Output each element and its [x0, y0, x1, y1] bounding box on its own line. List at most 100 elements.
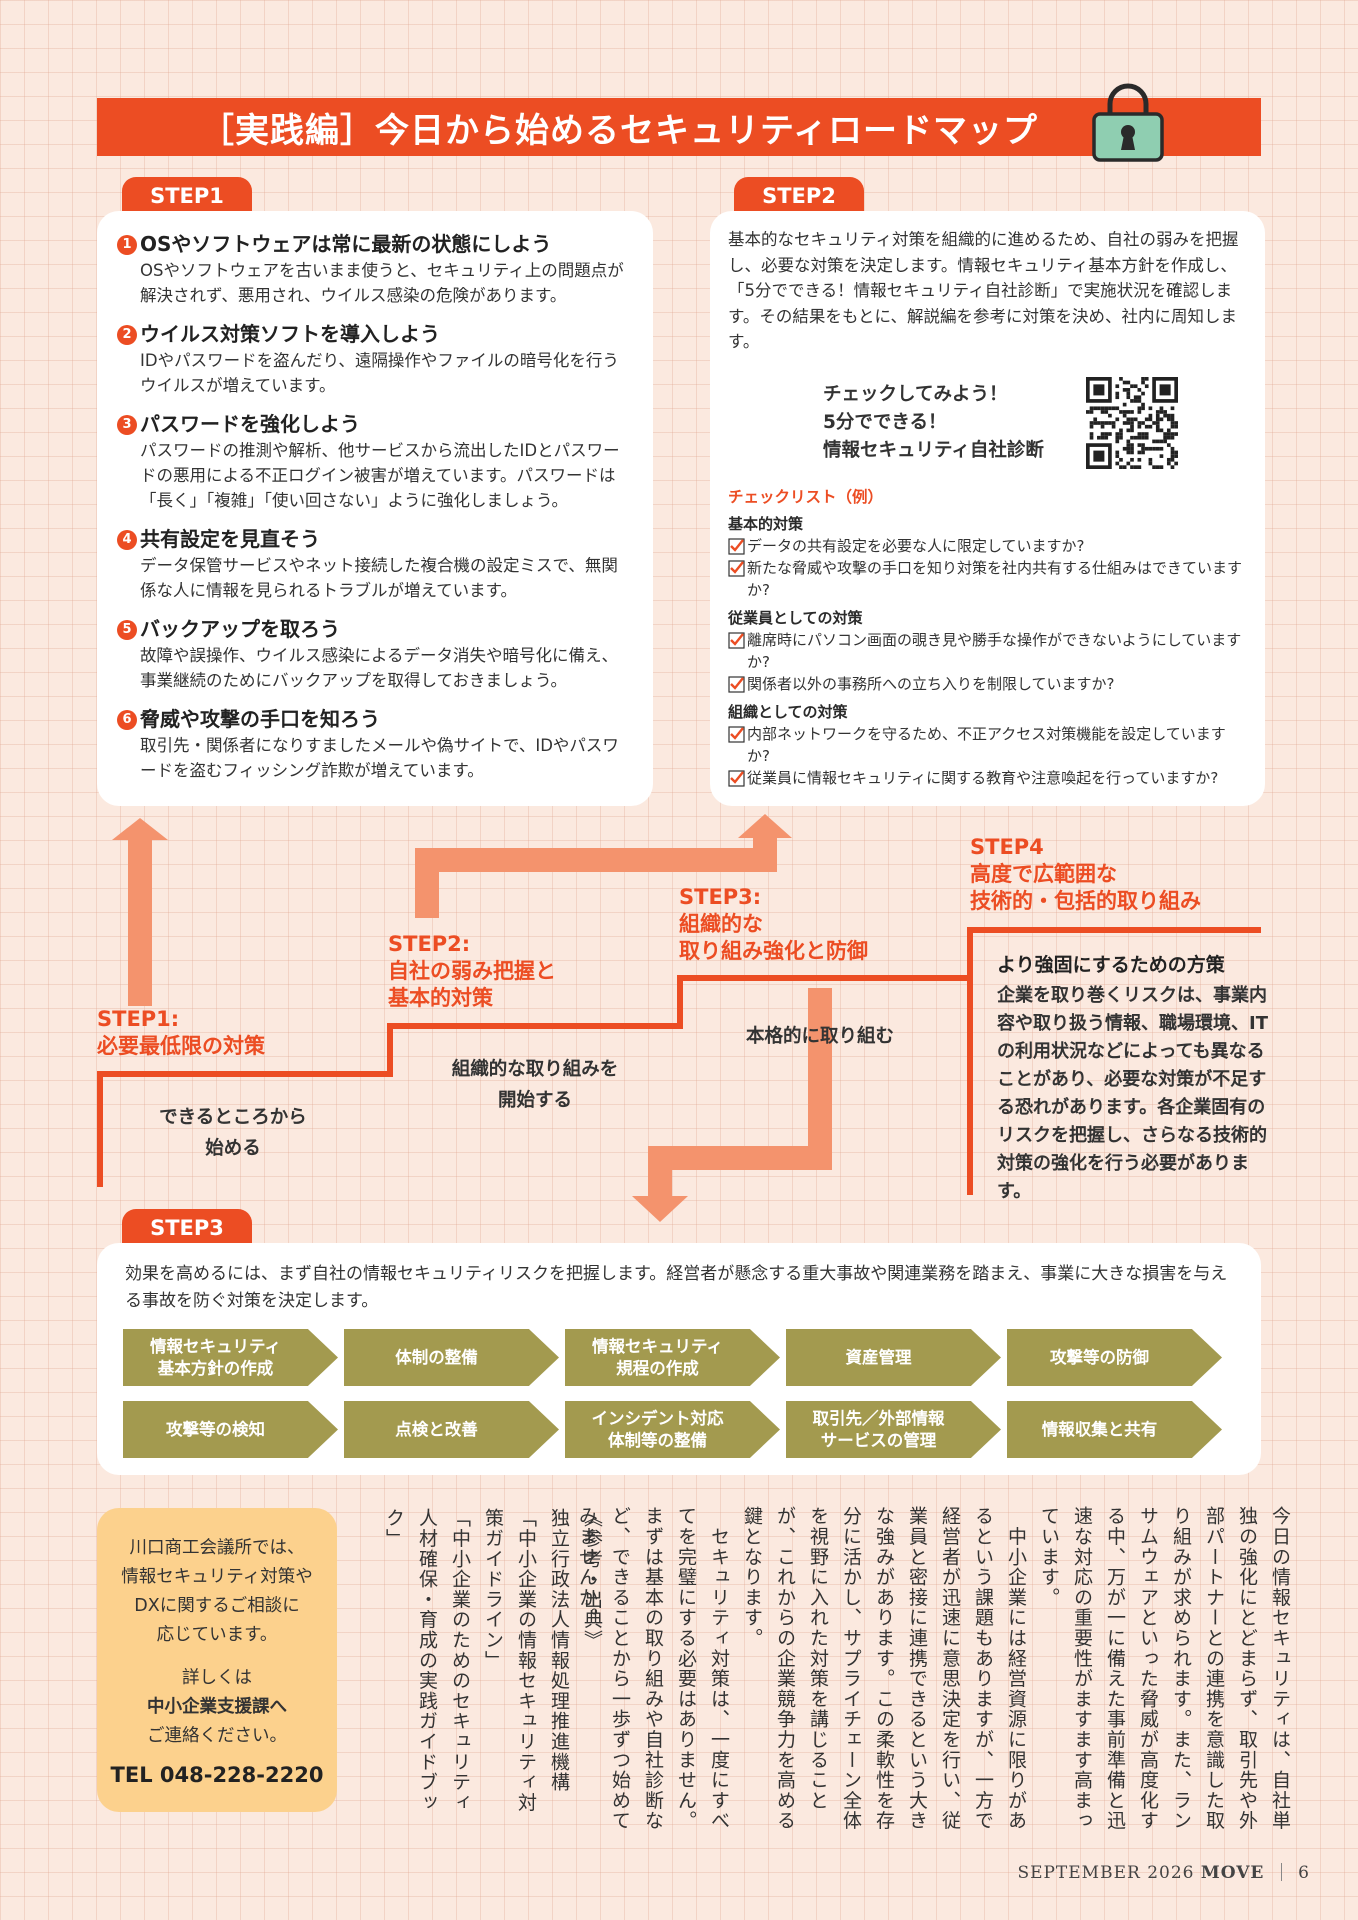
checklist-group-title: 従業員としての対策 [728, 608, 863, 627]
references: 《参考・出典》 独立行政法人情報処理推進機構 「中小企業の情報セキュリティ対策ガ… [383, 1508, 603, 1813]
checkbox-checked-icon [728, 769, 745, 787]
checklist-item-text: データの共有設定を必要な人に限定していますか? [747, 536, 1085, 555]
step3-process-item: 資産管理 [786, 1329, 1001, 1386]
step1-item-body: 取引先・関係者になりすましたメールや偽サイトで、IDやパスワードを盗むフィッシン… [140, 736, 619, 780]
step1-item-title: 脅威や攻撃の手口を知ろう [140, 707, 380, 731]
step3-process-item: インシデント対応 体制等の整備 [565, 1401, 780, 1458]
arrow-right-up-icon [415, 814, 792, 918]
page-title: ［実践編］今日から始めるセキュリティロードマップ [200, 110, 1038, 151]
step1-item-title: ウイルス対策ソフトを導入しよう [140, 322, 440, 346]
stair-step1-title: 必要最低限の対策 [97, 1034, 265, 1058]
stair-step2-num: STEP2: [388, 932, 471, 956]
step3-row-2: 攻撃等の検知点検と改善インシデント対応 体制等の整備取引先／外部情報 サービスの… [121, 1401, 1237, 1458]
stair-step1-num: STEP1: [97, 1007, 180, 1031]
contact-line: 情報セキュリティ対策や [121, 1567, 313, 1587]
step3-tab: STEP3 [122, 1209, 252, 1247]
step1-item-body: データ保管サービスやネット接続した複合機の設定ミスで、無関係な人に情報を見られる… [140, 556, 618, 600]
number-badge: 1 [117, 234, 137, 255]
qr-section: チェックしてみよう！ 5分でできる！ 情報セキュリティ自社診断 [728, 376, 1247, 469]
stair-step3-label: STEP3: 組織的な 取り組み強化と防御 [679, 884, 868, 965]
checkbox-checked-icon [728, 631, 745, 649]
checkbox-checked-icon [728, 559, 745, 577]
step3-process-item: 点検と改善 [344, 1401, 559, 1458]
stair-step4-label: STEP4 高度で広範囲な 技術的・包括的取り組み [970, 834, 1201, 915]
contact-department: 中小企業支援課へ [147, 1697, 287, 1717]
checkbox-checked-icon [728, 537, 745, 555]
step4-box-body: 企業を取り巻くリスクは、事業内容や取り扱う情報、職場環境、ITの利用状況などによ… [997, 985, 1268, 1202]
roadmap-staircase [97, 814, 1261, 1222]
contact-line: DXに関するご相談に [134, 1596, 300, 1616]
contact-line: 詳しくは [182, 1668, 252, 1688]
stair-step2-title-2: 基本的対策 [388, 986, 493, 1010]
qr-line: 5分でできる！ [823, 411, 947, 433]
step2-intro: 基本的なセキュリティ対策を組織的に進めるため、自社の弱みを把握し、必要な対策を決… [728, 230, 1239, 351]
qr-line: 情報セキュリティ自社診断 [823, 439, 1044, 461]
number-badge: 6 [117, 709, 137, 730]
checklist-item-text: 従業員に情報セキュリティに関する教育や注意喚起を行っていますか? [747, 768, 1219, 787]
contact-line: ご連絡ください。 [147, 1726, 287, 1746]
lock-icon [1092, 83, 1164, 162]
step1-item-body: パスワードの推測や解析、他サービスから流出したIDとパスワードの悪用による不正ロ… [140, 441, 620, 510]
checklist: 基本的対策データの共有設定を必要な人に限定していますか?新たな脅威や攻撃の手口を… [728, 513, 1247, 789]
arrow-down-icon [632, 988, 832, 1222]
qr-caption: チェックしてみよう！ 5分でできる！ 情報セキュリティ自社診断 [823, 381, 1078, 465]
step1-item-title: パスワードを強化しよう [140, 412, 360, 436]
step1-tab: STEP1 [122, 177, 252, 215]
checklist-item: 関係者以外の事務所への立ち入りを制限していますか? [728, 673, 1247, 695]
step1-item-body: OSやソフトウェアを古いまま使うと、セキュリティ上の問題点が解決されず、悪用され… [140, 261, 624, 305]
step3-card: 効果を高めるには、まず自社の情報セキュリティリスクを把握します。経営者が懸念する… [97, 1243, 1261, 1475]
number-badge: 4 [117, 529, 137, 550]
checklist-item: 従業員に情報セキュリティに関する教育や注意喚起を行っていますか? [728, 767, 1247, 789]
footer-month: SEPTEMBER 2026 [1017, 1863, 1195, 1883]
checklist-item: 内部ネットワークを守るため、不正アクセス対策機能を設定していますか? [728, 723, 1247, 767]
stair-step3-sub: 本格的に取り組む [745, 1026, 894, 1047]
stair-step3-num: STEP3: [679, 885, 762, 909]
checklist-item-text: 離席時にパソコン画面の覗き見や勝手な操作ができないようにしていますか? [747, 630, 1242, 671]
step2-card: 基本的なセキュリティ対策を組織的に進めるため、自社の弱みを把握し、必要な対策を決… [710, 211, 1265, 806]
qr-code-icon[interactable] [1086, 376, 1178, 469]
article-body: 今日の情報セキュリティは、自社単独の強化にとどまらず、取引先や外部パートナーとの… [576, 1506, 1291, 1831]
checklist-item-text: 新たな脅威や攻撃の手口を知り対策を社内共有する仕組みはできていますか? [747, 558, 1243, 599]
checklist-item-text: 内部ネットワークを守るため、不正アクセス対策機能を設定していますか? [747, 724, 1226, 765]
step1-item-title: 共有設定を見直そう [140, 527, 320, 551]
stair-step4-title: 高度で広範囲な [970, 862, 1117, 886]
step3-process-item: 情報セキュリティ 基本方針の作成 [123, 1329, 338, 1386]
step1-item-body: 故障や誤操作、ウイルス感染によるデータ消失や暗号化に備え、事業継続のためにバック… [140, 646, 619, 690]
checkbox-checked-icon [728, 725, 745, 743]
step3-row-1: 情報セキュリティ 基本方針の作成体制の整備情報セキュリティ 規程の作成資産管理攻… [121, 1329, 1237, 1386]
checklist-item: 新たな脅威や攻撃の手口を知り対策を社内共有する仕組みはできていますか? [728, 557, 1247, 601]
number-badge: 5 [117, 619, 137, 640]
footer-magazine: MOVE [1200, 1863, 1265, 1883]
number-badge: 3 [117, 414, 137, 435]
step1-item-title: OSやソフトウェアは常に最新の状態にしよう [140, 232, 552, 256]
stair-step1-sub: できるところから 始める [159, 1107, 307, 1159]
arrow-up-icon [112, 818, 168, 1006]
stair-step2-title: 自社の弱み把握と [388, 959, 556, 983]
step1-item-body: IDやパスワードを盗んだり、遠隔操作やファイルの暗号化を行うウイルスが増えていま… [140, 351, 619, 395]
checkbox-checked-icon [728, 675, 745, 693]
step4-box-title: より強固にするための方策 [997, 954, 1225, 976]
contact-phone[interactable]: TEL 048-228-2220 [110, 1763, 324, 1787]
step3-process-item: 攻撃等の防御 [1007, 1329, 1222, 1386]
stair-step4-num: STEP4 [970, 835, 1044, 859]
checklist-group-title: 組織としての対策 [728, 702, 848, 721]
step3-process-item: 体制の整備 [344, 1329, 559, 1386]
stair-step4-title-2: 技術的・包括的取り組み [970, 889, 1201, 913]
contact-line: 川口商工会議所では、 [129, 1538, 305, 1558]
step3-process-item: 情報収集と共有 [1007, 1401, 1222, 1458]
number-badge: 2 [117, 324, 137, 345]
stair-step3-title-2: 取り組み強化と防御 [679, 939, 868, 963]
step3-intro: 効果を高めるには、まず自社の情報セキュリティリスクを把握します。経営者が懸念する… [125, 1264, 1228, 1311]
stair-step1-label: STEP1: 必要最低限の対策 [97, 1006, 265, 1060]
